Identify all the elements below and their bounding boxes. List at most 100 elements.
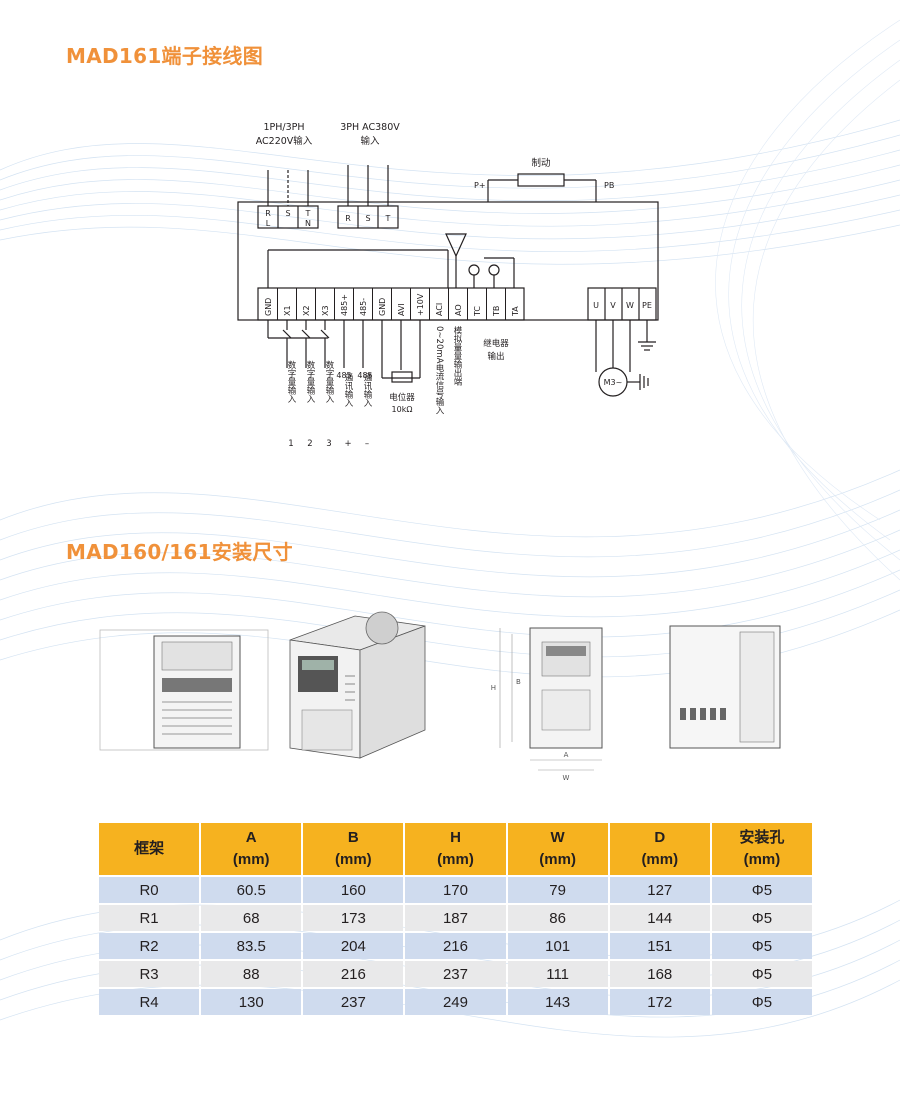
table-cell: 216 bbox=[303, 961, 404, 987]
table-cell: 143 bbox=[507, 989, 608, 1015]
control-terminal-9: ACI bbox=[435, 303, 444, 316]
input-single-line2: AC220V输入 bbox=[256, 135, 313, 147]
power-terminal: S bbox=[285, 209, 290, 218]
table-cell: 249 bbox=[405, 989, 506, 1015]
dim-a-label: A bbox=[564, 751, 569, 759]
table-cell: R4 bbox=[99, 989, 200, 1015]
table-cell: 237 bbox=[303, 989, 404, 1015]
table-cell: 101 bbox=[507, 933, 608, 959]
table-cell: 173 bbox=[303, 905, 404, 931]
p-plus-label: P+ bbox=[474, 181, 486, 190]
header-mount-hole: 安装孔(mm) bbox=[711, 823, 812, 875]
table-row: R1 68 173 187 86 144 Φ5 bbox=[99, 905, 812, 931]
dim-w-label: W bbox=[563, 774, 570, 782]
side-view-drawing bbox=[669, 625, 781, 749]
dim-h-label: H bbox=[491, 684, 496, 692]
motor-terminal: V bbox=[610, 301, 616, 310]
table-cell: 88 bbox=[201, 961, 302, 987]
comm-minus-label: 通讯输入 bbox=[362, 372, 372, 407]
dim-b-label: B bbox=[516, 678, 521, 686]
table-cell: 60.5 bbox=[201, 877, 302, 903]
control-terminal-6: GND bbox=[378, 298, 387, 316]
table-cell: 111 bbox=[507, 961, 608, 987]
relay-label-line2: 输出 bbox=[487, 351, 504, 362]
front-view-drawing bbox=[99, 629, 269, 751]
control-terminal-8: +10V bbox=[416, 293, 425, 316]
aci-label: 0~20mA电流信号输入 bbox=[434, 326, 444, 414]
digital-input-1-num: 1 bbox=[288, 439, 293, 449]
header-d: D(mm) bbox=[609, 823, 710, 875]
input-three-line2: 输入 bbox=[360, 135, 380, 147]
ao-label: 模拟量量输出端 bbox=[452, 325, 462, 386]
control-terminal-10: AO bbox=[454, 304, 463, 316]
header-w: W(mm) bbox=[507, 823, 608, 875]
control-terminal-4: 485+ bbox=[340, 294, 349, 316]
dimension-table: 框架 A(mm) B(mm) H(mm) W(mm) D(mm) 安装孔(mm)… bbox=[97, 821, 814, 1017]
pb-label: PB bbox=[604, 181, 614, 190]
dimension-front-view-drawing: H B A W bbox=[491, 627, 603, 782]
power-terminal: L bbox=[266, 219, 271, 228]
table-cell: Φ5 bbox=[711, 877, 812, 903]
table-cell: 172 bbox=[609, 989, 710, 1015]
table-header-row: 框架 A(mm) B(mm) H(mm) W(mm) D(mm) 安装孔(mm) bbox=[99, 823, 812, 875]
header-h: H(mm) bbox=[405, 823, 506, 875]
control-terminal-0: GND bbox=[264, 298, 273, 316]
power-terminal: T bbox=[385, 214, 391, 223]
control-terminal-5: 485- bbox=[359, 298, 368, 316]
control-terminal-11: TC bbox=[473, 306, 482, 317]
table-cell: Φ5 bbox=[711, 933, 812, 959]
table-cell: 160 bbox=[303, 877, 404, 903]
digital-input-3-label: 数字量输入 bbox=[324, 360, 334, 403]
product-views: H B A W bbox=[99, 611, 781, 782]
motor-terminal: PE bbox=[642, 301, 652, 310]
dimensions-section-title: MAD160/161安装尺寸 bbox=[66, 540, 293, 564]
table-cell: Φ5 bbox=[711, 961, 812, 987]
brake-label: 制动 bbox=[531, 157, 550, 169]
table-cell: R1 bbox=[99, 905, 200, 931]
control-terminal-2: X2 bbox=[302, 305, 311, 316]
digital-input-1-label: 数字量输入 bbox=[286, 360, 296, 403]
table-cell: 204 bbox=[303, 933, 404, 959]
table-row: R2 83.5 204 216 101 151 Φ5 bbox=[99, 933, 812, 959]
table-cell: 170 bbox=[405, 877, 506, 903]
comm-minus-sign: – bbox=[365, 439, 369, 449]
table-cell: 144 bbox=[609, 905, 710, 931]
motor-label: M3~ bbox=[604, 378, 623, 387]
table-cell: 216 bbox=[405, 933, 506, 959]
relay-label-line1: 继电器 bbox=[483, 338, 509, 349]
table-cell: R3 bbox=[99, 961, 200, 987]
table-cell: Φ5 bbox=[711, 989, 812, 1015]
table-row: R3 88 216 237 111 168 Φ5 bbox=[99, 961, 812, 987]
power-terminal: S bbox=[365, 214, 370, 223]
isometric-view-drawing bbox=[289, 611, 426, 759]
table-cell: 187 bbox=[405, 905, 506, 931]
table-cell: 68 bbox=[201, 905, 302, 931]
input-three-line1: 3PH AC380V bbox=[340, 122, 400, 133]
table-cell: Φ5 bbox=[711, 905, 812, 931]
comm-plus-head: 485 bbox=[336, 371, 351, 380]
motor-terminal: W bbox=[626, 301, 634, 310]
input-single-line1: 1PH/3PH bbox=[263, 122, 304, 133]
table-cell: 83.5 bbox=[201, 933, 302, 959]
power-terminal: R bbox=[265, 209, 271, 218]
control-terminal-13: TA bbox=[511, 306, 520, 317]
power-terminal: R bbox=[345, 214, 351, 223]
pot-label: 电位器 bbox=[389, 392, 415, 403]
header-b: B(mm) bbox=[303, 823, 404, 875]
power-terminal: N bbox=[305, 219, 311, 228]
table-cell: 151 bbox=[609, 933, 710, 959]
control-terminal-12: TB bbox=[492, 306, 501, 317]
table-cell: 130 bbox=[201, 989, 302, 1015]
table-cell: R2 bbox=[99, 933, 200, 959]
header-a: A(mm) bbox=[201, 823, 302, 875]
control-terminal-7: AVI bbox=[397, 303, 406, 316]
table-row: R4 130 237 249 143 172 Φ5 bbox=[99, 989, 812, 1015]
control-terminal-1: X1 bbox=[283, 305, 292, 316]
wiring-diagram: 1PH/3PH AC220V输入 3PH AC380V 输入 制动 P+ PB … bbox=[237, 122, 659, 449]
table-cell: 127 bbox=[609, 877, 710, 903]
motor-terminal: U bbox=[593, 301, 599, 310]
control-terminal-3: X3 bbox=[321, 305, 330, 316]
digital-input-3-num: 3 bbox=[326, 439, 331, 449]
header-frame: 框架 bbox=[99, 823, 200, 875]
comm-plus-label: 通讯输入 bbox=[343, 372, 353, 407]
